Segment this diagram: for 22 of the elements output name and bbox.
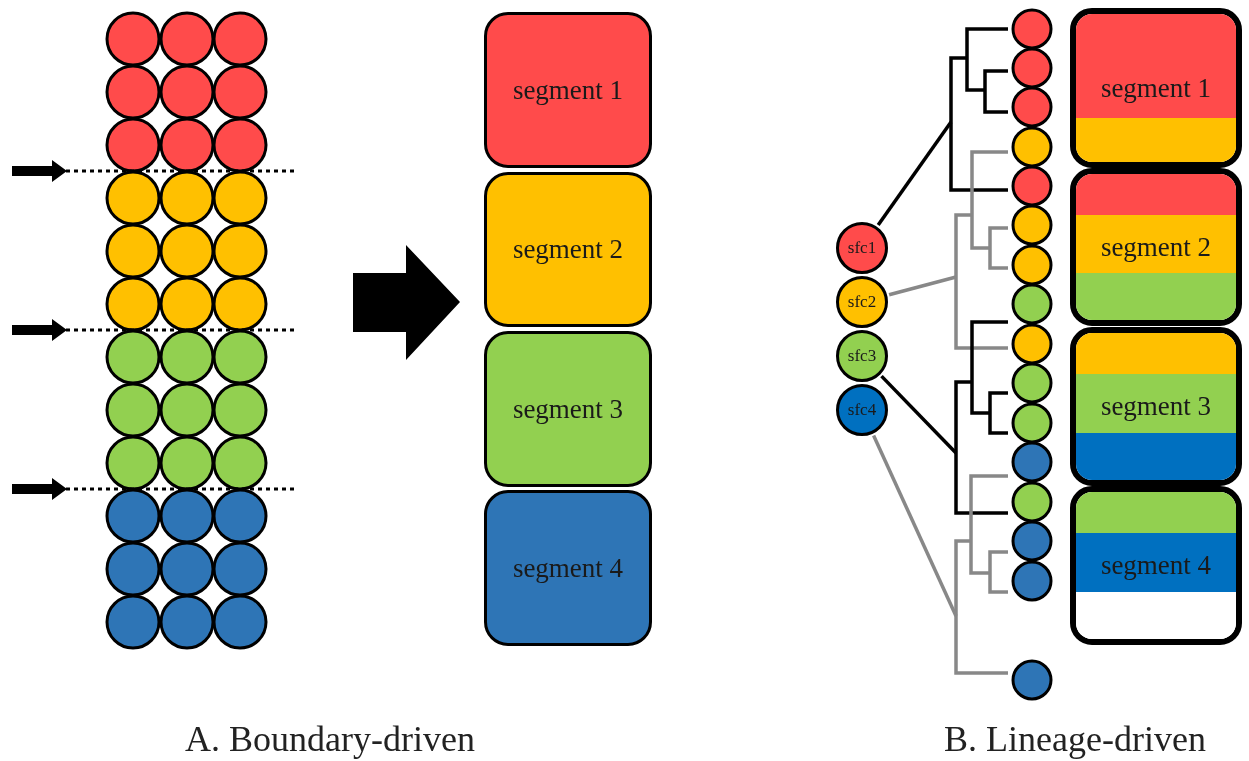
segment-box: segment 4 [1070,486,1242,645]
segment-box: segment 3 [1070,327,1242,486]
segment-box: segment 3 [484,331,652,487]
cell-circle: sfc4 [836,384,888,436]
tree-branch-drawing [954,320,1010,515]
tree-branch-drawing [954,474,1010,675]
segment-box: segment 4 [484,490,652,646]
connector-line [872,434,958,617]
cell-circle: sfc1 [836,222,888,274]
caption: A. Boundary-driven [185,718,475,760]
cell-circle: sfc3 [836,330,888,382]
segment-box: segment 2 [1070,168,1242,326]
segment-box: segment 1 [1070,8,1242,168]
caption: B. Lineage-driven [944,718,1206,760]
segment-box: segment 1 [484,12,652,168]
connector-line [888,275,957,297]
connector-line [876,121,953,227]
tree-branch-drawing [954,150,1010,350]
cell-circle: sfc2 [836,276,888,328]
segment-box: segment 2 [484,172,652,327]
connector-line [880,374,958,455]
tree-branch-drawing [949,27,1010,192]
